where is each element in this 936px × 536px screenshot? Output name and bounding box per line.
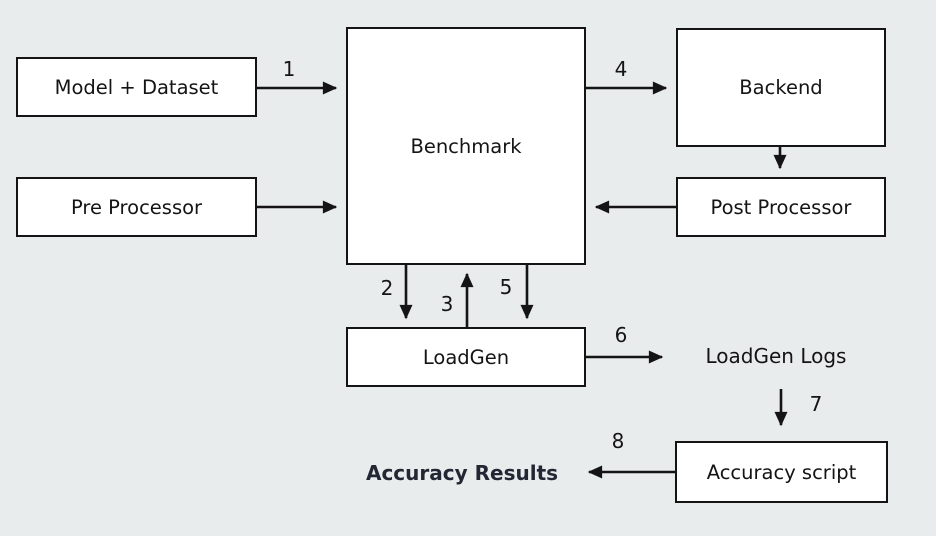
node-accuracy-script: Accuracy script [675,441,888,503]
arrow-number-1: 1 [282,57,296,81]
node-benchmark: Benchmark [346,27,586,265]
arrow-number-6: 6 [614,323,628,347]
arrow-number-5: 5 [499,275,513,299]
label-loadgen-logs: LoadGen Logs [705,344,847,368]
label-accuracy-results: Accuracy Results [365,461,559,485]
node-pre-processor: Pre Processor [16,177,257,237]
node-loadgen: LoadGen [346,327,586,387]
arrow-number-7: 7 [809,392,823,416]
arrow-number-4: 4 [614,57,628,81]
node-backend: Backend [676,28,886,147]
arrow-number-3: 3 [440,292,454,316]
arrow-number-8: 8 [611,429,625,453]
node-post-processor: Post Processor [676,177,886,237]
node-model-dataset: Model + Dataset [16,57,257,117]
arrow-number-2: 2 [380,276,394,300]
